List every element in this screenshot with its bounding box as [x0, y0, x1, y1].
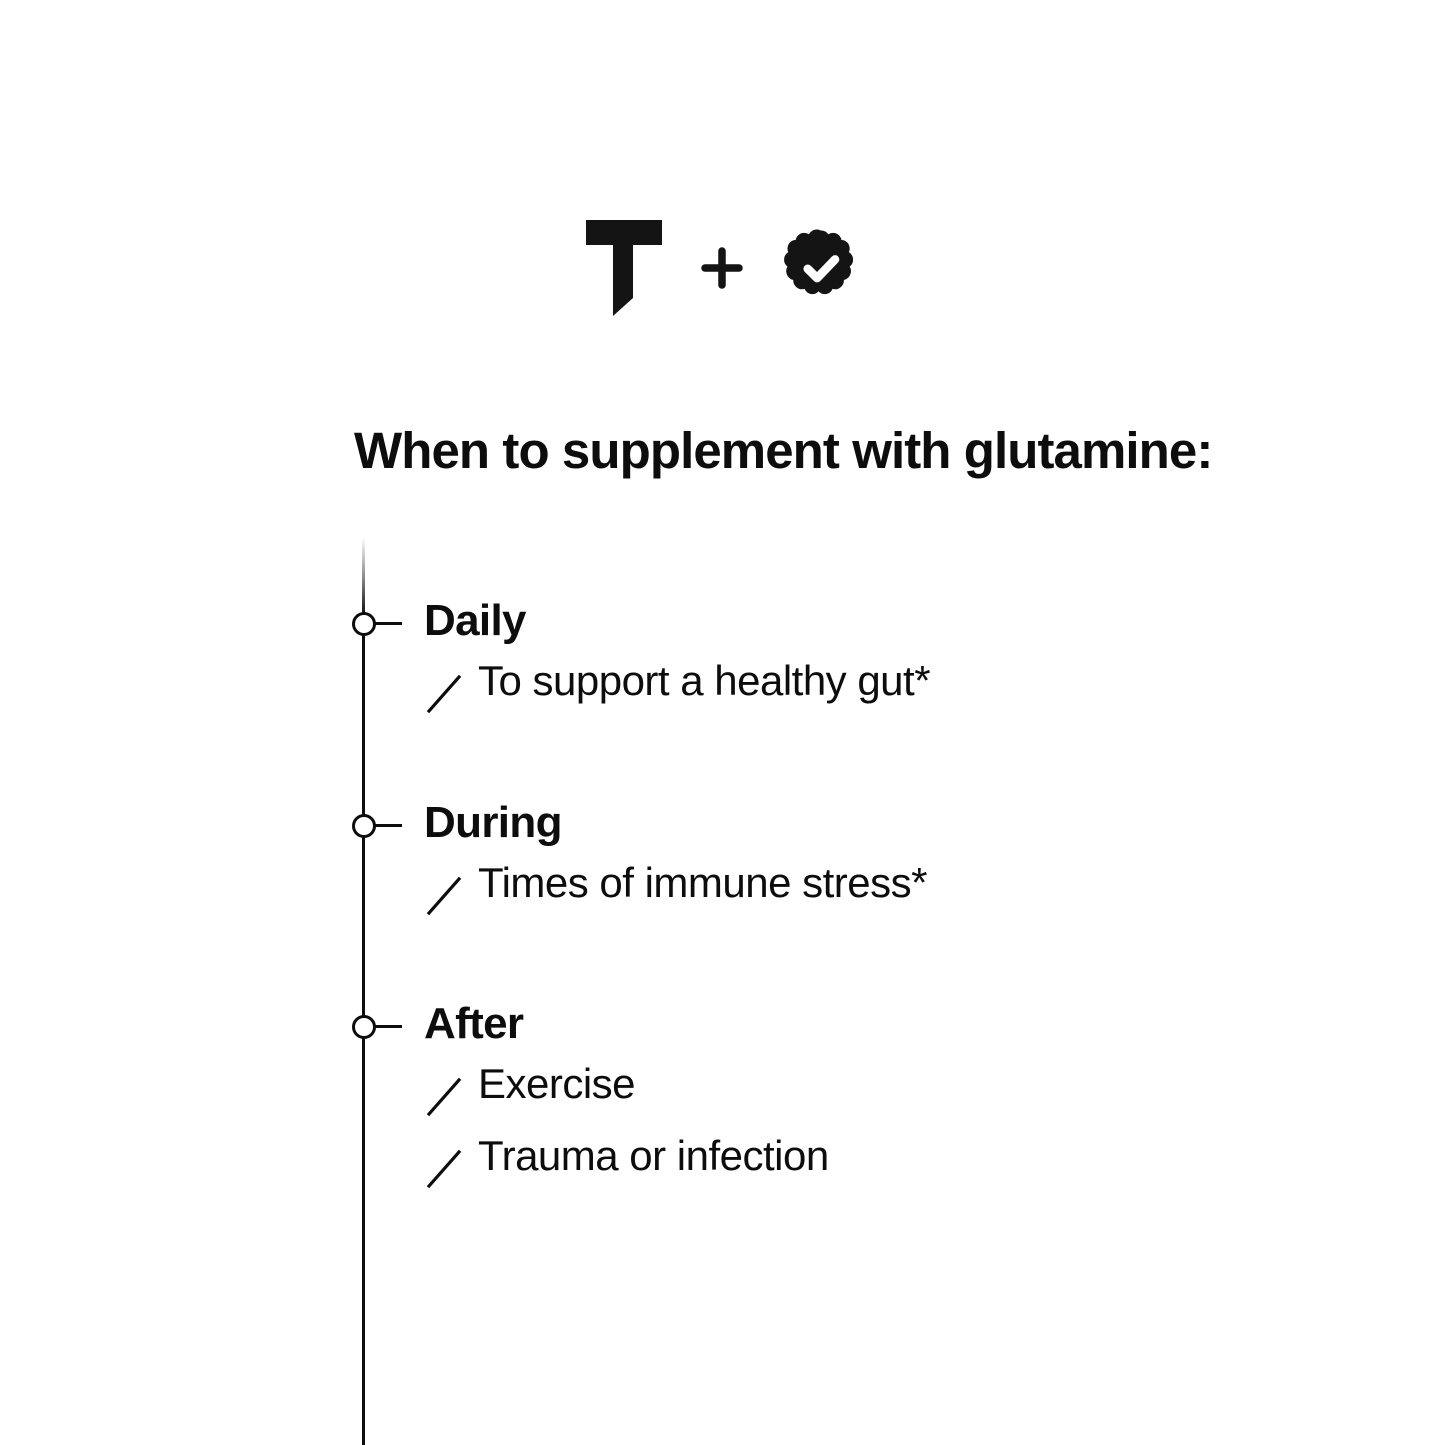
slash-bullet-icon: [424, 874, 478, 918]
slash-bullet-icon: [424, 1147, 478, 1191]
timeline-group-label: During: [424, 798, 562, 847]
verified-check-badge-icon: [782, 229, 860, 312]
hollow-circle-node-icon: [352, 1015, 376, 1039]
timeline-item-text: To support a healthy gut*: [478, 657, 931, 704]
timeline-item-text: Times of immune stress*: [478, 859, 927, 906]
thorne-t-monogram-icon: [585, 219, 662, 321]
timeline-item-list: To support a healthy gut*: [424, 657, 931, 730]
vertical-timeline-axis: [362, 537, 365, 1445]
list-item: To support a healthy gut*: [424, 657, 931, 730]
list-item: Exercise: [424, 1060, 829, 1133]
plus-icon: [700, 246, 744, 295]
horizontal-tick-icon: [375, 1025, 402, 1028]
hollow-circle-node-icon: [352, 814, 376, 838]
timeline-item-list: Exercise Trauma or infection: [424, 1060, 829, 1205]
slash-bullet-icon: [424, 672, 478, 716]
list-item: Times of immune stress*: [424, 859, 927, 932]
horizontal-tick-icon: [375, 622, 402, 625]
timeline-item-text: Exercise: [478, 1060, 636, 1107]
page-title: When to supplement with glutamine:: [354, 422, 1213, 479]
timeline-group-label: Daily: [424, 596, 527, 645]
hollow-circle-node-icon: [352, 612, 376, 636]
brand-lockup: [0, 210, 1445, 330]
list-item: Trauma or infection: [424, 1132, 829, 1205]
timeline-item-text: Trauma or infection: [478, 1132, 829, 1179]
slash-bullet-icon: [424, 1075, 478, 1119]
timeline-group-label: After: [424, 999, 524, 1048]
timeline-item-list: Times of immune stress*: [424, 859, 927, 932]
horizontal-tick-icon: [375, 824, 402, 827]
